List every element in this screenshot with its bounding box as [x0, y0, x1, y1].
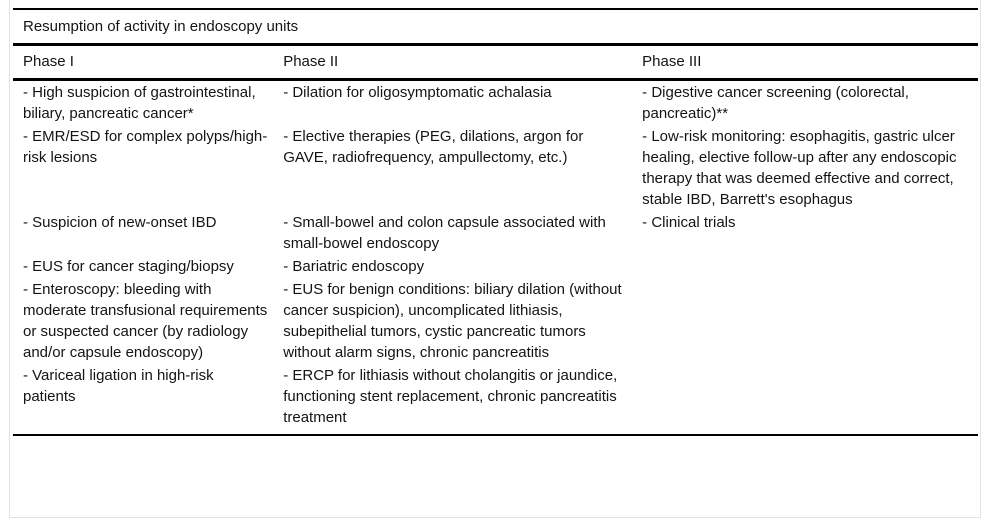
column-header-phase-3: Phase III: [642, 44, 978, 81]
table-row: - High suspicion of gastrointestinal, bi…: [13, 80, 978, 126]
table-cell: - Enteroscopy: bleeding with moderate tr…: [23, 281, 268, 361]
table-cell: - Bariatric endoscopy: [283, 258, 425, 275]
table-cell: [642, 255, 978, 278]
table-row: - EUS for cancer staging/biopsy - Bariat…: [13, 255, 978, 278]
table-cell: - Dilation for oligosymptomatic achalasi…: [283, 84, 552, 101]
table-frame: Resumption of activity in endoscopy unit…: [9, 0, 981, 518]
table-cell: - Clinical trials: [642, 214, 736, 231]
table-cell: - High suspicion of gastrointestinal, bi…: [23, 84, 256, 122]
table-title: Resumption of activity in endoscopy unit…: [13, 9, 978, 46]
table-header-row: Phase I Phase II Phase III: [13, 44, 978, 81]
table-cell: - EMR/ESD for complex polyps/high-risk l…: [23, 128, 268, 166]
table-cell: - Low-risk monitoring: esophagitis, gast…: [642, 128, 957, 208]
column-header-phase-1: Phase I: [13, 44, 284, 81]
table-cell: - Variceal ligation in high-risk patient…: [23, 367, 214, 405]
table-row: - Suspicion of new-onset IBD - Small-bow…: [13, 211, 978, 255]
table-cell: - Small-bowel and colon capsule associat…: [283, 214, 606, 252]
table-cell: - Elective therapies (PEG, dilations, ar…: [283, 128, 584, 166]
table-cell: [642, 364, 978, 435]
table-container: Resumption of activity in endoscopy unit…: [10, 0, 980, 436]
table-cell: - Digestive cancer screening (colorectal…: [642, 84, 909, 122]
resumption-activity-table: Resumption of activity in endoscopy unit…: [13, 8, 978, 436]
table-cell: - EUS for cancer staging/biopsy: [23, 258, 234, 275]
table-title-row: Resumption of activity in endoscopy unit…: [13, 9, 978, 46]
table-cell: - ERCP for lithiasis without cholangitis…: [283, 367, 618, 426]
table-row: - Variceal ligation in high-risk patient…: [13, 364, 978, 435]
table-cell: - Suspicion of new-onset IBD: [23, 214, 217, 231]
table-row: - Enteroscopy: bleeding with moderate tr…: [13, 278, 978, 364]
table-row: - EMR/ESD for complex polyps/high-risk l…: [13, 125, 978, 211]
table-cell: - EUS for benign conditions: biliary dil…: [283, 281, 622, 361]
column-header-phase-2: Phase II: [283, 44, 643, 81]
table-cell: [642, 278, 978, 364]
